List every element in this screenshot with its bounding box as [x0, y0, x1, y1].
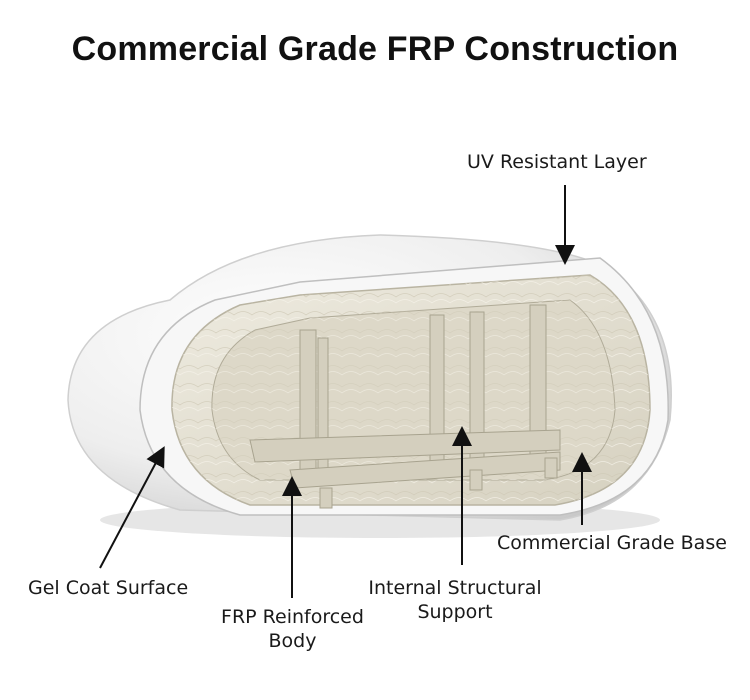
label-uv-resistant-layer: UV Resistant Layer — [467, 151, 647, 173]
label-frp-reinforced-body: FRP Reinforced Body — [210, 605, 375, 653]
label-frp-line1: FRP Reinforced — [221, 606, 364, 628]
label-frp-line2: Body — [268, 630, 317, 652]
label-internal-structural-support: Internal Structural Support — [365, 576, 545, 624]
label-support-line1: Internal Structural — [368, 577, 542, 599]
label-support-line2: Support — [417, 601, 493, 623]
label-gel-coat-surface: Gel Coat Surface — [28, 577, 189, 599]
callout-arrows — [99, 185, 592, 598]
arrow-gel-coat — [99, 446, 165, 569]
internal-structural-support — [249, 304, 561, 509]
label-commercial-grade-base: Commercial Grade Base — [497, 532, 727, 554]
diagram-title: Commercial Grade FRP Construction — [71, 30, 679, 68]
